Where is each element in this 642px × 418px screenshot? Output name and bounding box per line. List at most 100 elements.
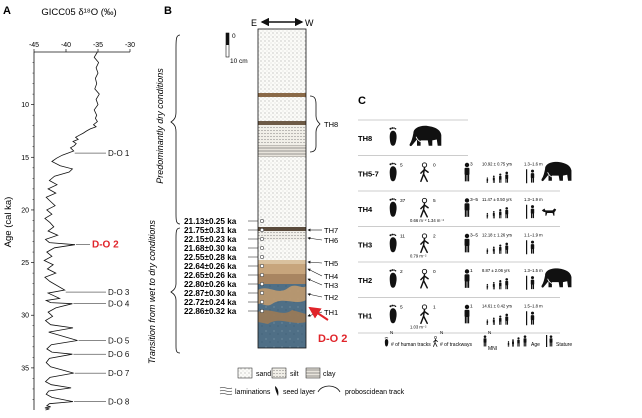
panel-letter-b: B	[164, 5, 172, 17]
event-label: D-O 2	[92, 240, 119, 251]
age-label: 22.55±0.28 ka	[184, 253, 237, 262]
do2-arrow	[308, 306, 329, 321]
age-figure-icon	[486, 319, 489, 325]
age-label: 22.64±0.26 ka	[184, 262, 237, 271]
age-figure-icon	[486, 177, 489, 183]
legend-clay-swatch	[305, 367, 321, 379]
panel-letter-c: C	[358, 95, 366, 107]
age-estimate: 11.47 ± 0.50 yrs	[482, 197, 512, 202]
age-label: 22.65±0.26 ka	[184, 271, 237, 280]
layer-label-th4: TH4	[324, 272, 338, 281]
stature-range: 1.3–1.5 m	[524, 268, 543, 273]
mammoth-icon	[409, 125, 442, 147]
layer-sand-top	[258, 29, 306, 93]
age-sample-marker	[259, 245, 265, 251]
layer-label-th8: TH8	[324, 120, 338, 129]
layer-clay-th8	[258, 145, 306, 157]
legend-silt-label: silt	[290, 371, 299, 378]
panel-a: A GICC05 δ¹⁸O (‰) Age (cal ka) -45-40-35…	[3, 5, 135, 411]
panel-a-events: D-O 1D-O 2D-O 3D-O 4D-O 5D-O 6D-O 7D-O 8	[65, 149, 130, 407]
key-walker-icon	[433, 336, 438, 347]
stature-person-icon	[530, 311, 535, 325]
age-label: 22.80±0.26 ka	[184, 280, 237, 289]
age-sample-marker	[259, 218, 265, 224]
layer-sand-2	[258, 97, 306, 121]
x-tick-label: -35	[93, 42, 103, 49]
stature-bar-icon	[526, 275, 528, 290]
age-figure-icon	[499, 244, 502, 254]
panel-b: B E W 0 10 cm	[147, 5, 405, 396]
th8-brace	[309, 95, 321, 153]
layer-label-th2: TH2	[324, 293, 338, 302]
age-label: 22.15±0.23 ka	[184, 235, 237, 244]
strat-column	[257, 28, 307, 349]
mammoth-icon	[541, 267, 572, 289]
scale-bottom: 10 cm	[230, 58, 248, 65]
canid-icon	[541, 208, 557, 216]
age-figure-icon	[492, 210, 495, 219]
x-tick-label: -30	[125, 42, 135, 49]
footprint-icon	[389, 162, 397, 182]
footprint-icon	[389, 233, 397, 253]
age-figure-icon	[505, 278, 509, 290]
age-sample-marker	[259, 299, 265, 305]
stature-person-icon	[530, 276, 535, 290]
age-figure-icon	[505, 207, 509, 219]
walker-icon	[420, 268, 429, 289]
column-outline	[257, 28, 307, 349]
stature-range: 1.5–1.8 m	[524, 303, 543, 308]
row-id: TH5-7	[358, 169, 379, 178]
legend-silt-swatch	[271, 367, 287, 379]
age-sample-marker	[259, 236, 265, 242]
age-label: 22.87±0.30 ka	[184, 289, 237, 298]
tracks-count: 37	[400, 198, 406, 204]
panel-a-y-label: Age (cal ka)	[3, 197, 14, 248]
event-label: D-O 3	[108, 288, 130, 297]
legend-sand-swatch	[237, 367, 253, 379]
event-label: D-O 6	[108, 350, 130, 359]
footprint-icon	[389, 304, 397, 324]
age-sample-marker	[259, 263, 265, 269]
event-label: D-O 8	[108, 398, 130, 407]
west-label: W	[305, 18, 314, 28]
layer-th6	[258, 231, 306, 240]
do2-label-b: D-O 2	[318, 333, 347, 345]
stature-bar-icon	[526, 311, 528, 326]
walker-icon	[420, 197, 429, 218]
footprint-icon	[389, 269, 397, 288]
event-label: D-O 7	[108, 369, 130, 378]
trackways-count: 2	[433, 233, 436, 239]
age-figure-icon	[505, 313, 509, 325]
age-figure-icon	[492, 317, 495, 325]
age-label: 22.72±0.24 ka	[184, 298, 237, 307]
tracks-count: 5	[400, 304, 403, 310]
person-icon	[464, 233, 470, 253]
density-value: 0.79 m⁻²	[410, 253, 427, 258]
person-icon	[464, 162, 470, 182]
key-n-1: N	[390, 330, 393, 335]
legend-sand-label: sand	[256, 371, 271, 378]
age-figure-icon	[492, 246, 495, 254]
y-tick-label: 30	[21, 313, 29, 320]
footprint-icon	[389, 198, 397, 217]
layer-band-2	[258, 121, 306, 125]
layer-th5	[258, 260, 306, 264]
age-sample-marker	[259, 272, 265, 278]
key-n-3: N	[488, 330, 491, 335]
key-n-2: N	[440, 330, 443, 335]
event-label: D-O 5	[108, 337, 130, 346]
scale-bar: 0 10 cm	[225, 32, 248, 65]
age-label: 21.13±0.25 ka	[184, 217, 237, 226]
footprint-icon	[389, 127, 397, 146]
event-label: D-O 1	[108, 149, 130, 158]
x-tick-label: -40	[61, 42, 71, 49]
y-tick-label: 10	[21, 102, 29, 109]
delta18o-line	[43, 51, 100, 411]
trackways-count: 0	[433, 162, 436, 168]
y-tick-label: 35	[21, 365, 29, 372]
